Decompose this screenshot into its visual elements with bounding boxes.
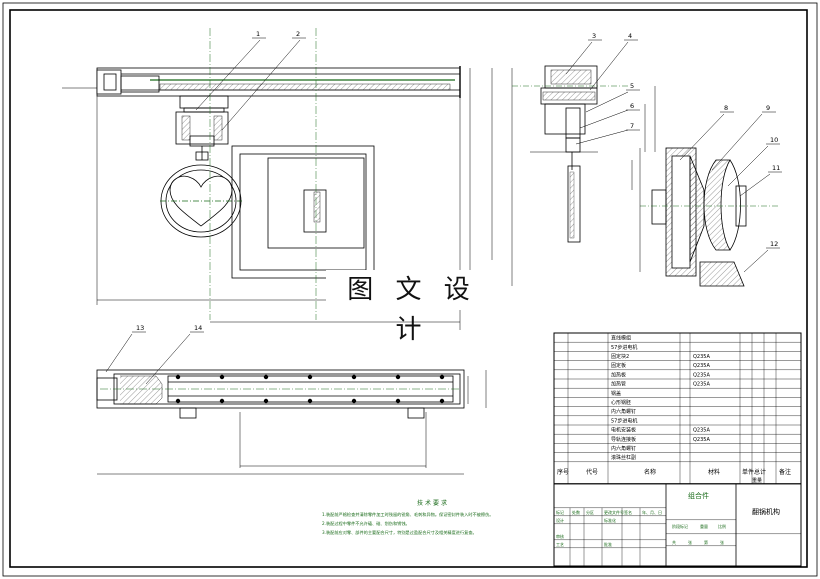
balloon-3: 3 (592, 32, 596, 40)
bom-part-name: 57步进电机 (611, 417, 637, 424)
bom-header-weight: 重量 (752, 477, 762, 484)
title-cell-label: 审核 (556, 533, 564, 539)
title-cell-label: 批准 (604, 541, 612, 547)
bom-part-name: 固定板 (611, 362, 626, 369)
bom-part-name: 内六角螺钉 (611, 445, 636, 452)
balloon-12: 12 (770, 240, 778, 248)
bom-header-name: 名称 (644, 468, 656, 476)
bolt-hole (351, 374, 357, 380)
bom-part-name: 锅盖 (611, 390, 621, 397)
balloon-13: 13 (136, 324, 144, 332)
bolt-hole (263, 398, 269, 404)
title-cell-label: 签名 (624, 509, 632, 515)
tech-note-line: 2.装配过程中零件不允许磕、碰、划伤和锈蚀。 (322, 521, 410, 526)
balloon-8: 8 (724, 104, 728, 112)
title-assembly: 组合件 (688, 491, 709, 500)
tech-notes-title: 技术要求 (416, 500, 449, 507)
title-cell-label: 年、月、日 (642, 509, 662, 515)
title-cell-label: 分区 (586, 509, 594, 515)
bolt-hole (219, 398, 225, 404)
title-cell-label: 第 (704, 539, 708, 545)
tech-note-line: 3.装配前应对零、部件的主要配合尺寸，特别是过盈配合尺寸及相关精度进行复查。 (322, 530, 477, 535)
balloon-14: 14 (194, 324, 202, 332)
balloon-11: 11 (772, 164, 780, 172)
bom-part-name: 加热管 (611, 381, 626, 388)
bolt-hole (307, 398, 313, 404)
balloon-10: 10 (770, 136, 778, 144)
bom-part-name: 心形锅胚 (611, 399, 631, 406)
title-cell-label: 张 (688, 539, 692, 545)
balloon-1: 1 (256, 30, 260, 38)
bom-header-total: 总计 (754, 468, 766, 476)
bom-material: Q235A (693, 363, 710, 369)
bom-material: Q235A (693, 372, 710, 378)
balloon-2: 2 (296, 30, 300, 38)
bolt-hole (395, 398, 401, 404)
bolt-hole (351, 398, 357, 404)
side-view (512, 65, 656, 243)
bom-part-name: 电机安装板 (611, 427, 636, 434)
watermark-text: 图 文 设 计 (326, 270, 498, 345)
title-drawing-name: 翻锅机构 (752, 507, 780, 516)
bom-part-name: 57步进电机 (611, 344, 637, 351)
title-block: 组合件翻锅机构 标记 处数分区 更改文件号签名 年、月、日设计 标准化阶段标记 重量 比例审核… (553, 483, 802, 567)
top-view (96, 369, 487, 475)
title-cell-label: 比例 (718, 523, 726, 529)
bom-part-name: 固定块2 (611, 353, 629, 360)
title-cell-label: 阶段标记 (672, 523, 688, 529)
title-cell-label: 共 (672, 539, 676, 545)
title-cell-label: 工艺 (556, 542, 564, 547)
bom-part-name: 加热板 (611, 371, 626, 378)
bolt-hole (439, 374, 445, 380)
bom-header-seq: 序号 (557, 468, 569, 476)
bom-material: Q235A (693, 354, 710, 360)
section-view (631, 147, 780, 287)
bom-header-single: 单件 (742, 468, 754, 476)
tech-note-line: 1.装配前严格检查并清除零件加工时残留的锐角、毛刺和异物。保证密封件装入时不被擦… (322, 512, 494, 517)
bolt-hole (175, 398, 181, 404)
bolt-hole (219, 374, 225, 380)
bom-material: Q235A (693, 437, 710, 443)
title-cell-label: 更改文件号 (604, 509, 624, 515)
balloon-5: 5 (630, 82, 634, 90)
bom-part-name: 直线模组 (611, 335, 631, 342)
bolt-hole (439, 398, 445, 404)
balloon-7: 7 (630, 122, 634, 130)
bolt-hole (175, 374, 181, 380)
balloon-4: 4 (628, 32, 632, 40)
title-cell-label: 标记 (556, 509, 564, 515)
front-view (62, 28, 513, 330)
bom-material: Q235A (693, 428, 710, 434)
bom-part-name: 滚珠丝杠副 (611, 454, 636, 461)
title-cell-label: 处数 (572, 509, 580, 515)
title-cell-label: 标准化 (604, 517, 616, 523)
title-cell-label: 重量 (700, 523, 708, 529)
bom-part-name: 内六角螺钉 (611, 408, 636, 415)
bom-header-material: 材料 (708, 468, 720, 476)
bom-part-name: 导轨连接板 (611, 436, 636, 443)
bolt-hole (263, 374, 269, 380)
balloon-9: 9 (766, 104, 770, 112)
inner-border (9, 9, 808, 568)
bolt-hole (395, 374, 401, 380)
title-cell-label: 设计 (556, 517, 564, 523)
bom-header-remark: 备注 (779, 468, 791, 476)
bolt-hole (307, 374, 313, 380)
bom-material: Q235A (693, 382, 710, 388)
bom-header-code: 代号 (586, 468, 598, 476)
module-bolt-holes (175, 374, 445, 404)
technical-requirements: 技术要求 1.装配前严格检查并清除零件加工时残留的锐角、毛刺和异物。保证密封件装… (322, 498, 544, 544)
balloon-6: 6 (630, 102, 634, 110)
title-block-frame (553, 483, 802, 567)
title-cell-label: 张 (720, 539, 724, 545)
